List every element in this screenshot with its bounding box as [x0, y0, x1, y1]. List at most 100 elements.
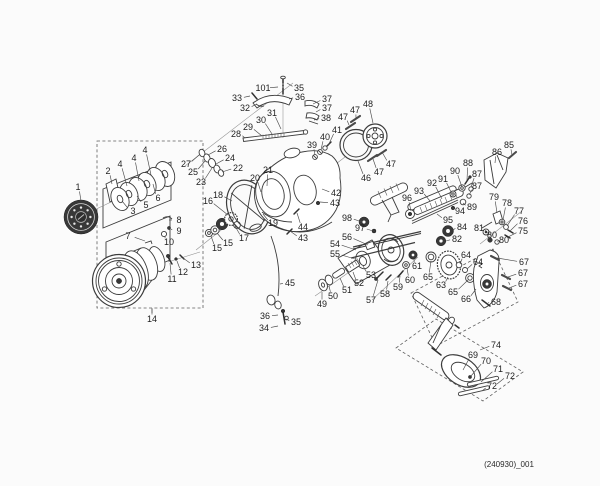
part-label-42: 42	[331, 188, 341, 198]
part-leader-89	[462, 202, 466, 206]
part-label-85: 85	[504, 140, 514, 150]
part-leader-30	[265, 123, 273, 135]
part-label-72: 72	[487, 381, 497, 391]
part-leader-11	[169, 262, 172, 275]
part-leader-5	[136, 195, 142, 202]
part-leader-45	[279, 283, 284, 285]
part-leader-77	[506, 214, 515, 227]
spool	[91, 246, 166, 309]
part-leader-70	[470, 363, 482, 377]
bail-wire-line-roller	[266, 235, 289, 325]
part-leader-33	[243, 95, 251, 98]
part-label-79: 79	[489, 192, 499, 202]
part-leader-47	[372, 158, 377, 169]
part-label-13: 13	[191, 260, 201, 270]
part-leader-43	[289, 230, 297, 237]
part-leader-60	[406, 267, 409, 276]
part-leader-87	[468, 189, 473, 196]
part-label-10: 10	[164, 237, 174, 247]
part-leader-43	[319, 201, 329, 204]
part-leader-72	[481, 387, 486, 392]
part-label-29: 29	[243, 122, 253, 132]
part-label-54: 54	[330, 239, 340, 249]
part-label-9: 9	[176, 226, 181, 236]
part-label-37: 37	[322, 103, 332, 113]
part-leader-74	[479, 345, 490, 351]
part-label-16: 16	[203, 196, 213, 206]
doc-code: (240930)_001	[484, 460, 534, 469]
part-label-60: 60	[405, 275, 415, 285]
part-leader-96	[408, 202, 412, 212]
part-leader-13	[182, 257, 190, 264]
part-leader-7	[134, 236, 146, 242]
part-label-51: 51	[342, 285, 352, 295]
part-label-38: 38	[321, 113, 331, 123]
part-label-15: 15	[223, 238, 233, 248]
part-label-47: 47	[386, 159, 396, 169]
handle-assembly-dashed-box	[395, 318, 524, 402]
part-leader-78	[502, 207, 506, 221]
drag-washer-stack	[105, 161, 176, 211]
part-label-24: 24	[225, 153, 235, 163]
part-label-3: 3	[130, 206, 135, 216]
part-label-25: 25	[188, 167, 198, 177]
part-leader-97	[366, 228, 374, 232]
part-label-52: 52	[354, 278, 364, 288]
part-leader-67	[508, 284, 517, 289]
part-leader-26	[207, 150, 216, 156]
part-label-77: 77	[514, 206, 524, 216]
part-leader-15	[216, 232, 224, 241]
part-label-84: 84	[457, 222, 467, 232]
part-leader-86	[494, 156, 497, 164]
part-label-82: 82	[452, 234, 462, 244]
part-leader-91	[446, 182, 453, 195]
part-leader-3	[121, 200, 129, 209]
part-leader-56	[353, 238, 369, 246]
part-label-11: 11	[167, 274, 176, 284]
part-label-63: 63	[436, 280, 446, 290]
part-leader-52	[352, 271, 356, 280]
part-label-26: 26	[217, 144, 227, 154]
part-label-56: 56	[342, 232, 352, 242]
part-leader-47	[381, 151, 388, 161]
part-leader-4	[121, 168, 128, 187]
part-leader-75	[507, 232, 517, 238]
part-label-34: 34	[259, 323, 269, 333]
small-side-cover	[483, 150, 518, 189]
part-label-69: 69	[468, 350, 478, 360]
part-leader-36	[288, 97, 294, 100]
part-leader-80	[489, 239, 491, 241]
part-label-44: 44	[298, 222, 308, 232]
part-leader-58	[386, 280, 389, 290]
part-leader-53	[362, 265, 367, 272]
part-label-72: 72	[505, 371, 515, 381]
reel-foot	[370, 182, 408, 223]
part-leader-80	[497, 241, 499, 243]
part-label-67: 67	[519, 257, 529, 267]
main-shaft-parts	[318, 230, 422, 292]
part-label-78: 78	[502, 198, 512, 208]
part-label-1: 1	[75, 182, 80, 192]
part-label-88: 88	[463, 158, 473, 168]
part-leader-67	[507, 273, 517, 278]
part-label-81: 81	[474, 223, 484, 233]
part-label-46: 46	[361, 173, 371, 183]
rotor-nut-washers	[198, 148, 225, 177]
part-leader-65	[428, 260, 432, 273]
part-leader-35	[286, 82, 293, 87]
part-label-89: 89	[467, 202, 477, 212]
part-leader-46	[357, 160, 364, 175]
part-label-95: 95	[443, 215, 453, 225]
roller-clutch	[339, 114, 388, 163]
part-leader-42	[321, 188, 330, 193]
part-leader-38	[313, 118, 320, 121]
part-leader-4	[146, 154, 152, 176]
part-label-4: 4	[131, 153, 136, 163]
part-label-86: 86	[492, 147, 502, 157]
part-label-49: 49	[317, 299, 327, 309]
part-label-91: 91	[438, 174, 448, 184]
part-leader-1	[79, 191, 82, 202]
